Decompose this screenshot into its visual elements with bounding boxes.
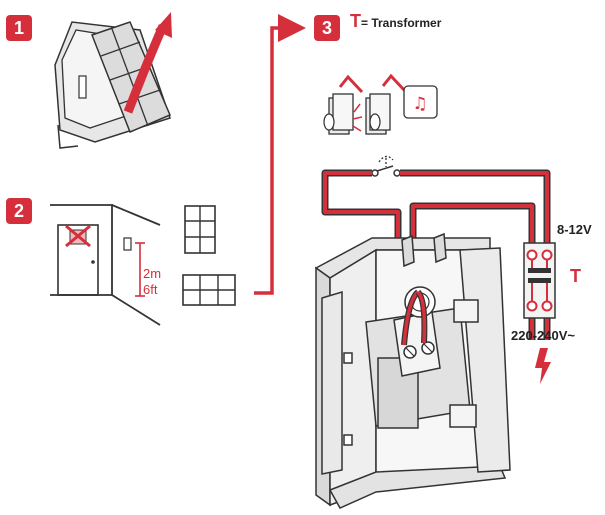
step-3-badge: 3 [314,15,340,41]
low-voltage-label: 8-12V [557,222,592,237]
transformer-label: T [570,266,581,286]
mains-lightning-icon [535,348,551,384]
height-imperial-label: 6ft [143,282,158,297]
step-2-badge: 2 [6,198,32,224]
step-1-badge: 1 [6,15,32,41]
legend-text: = Transformer [361,16,442,30]
push-switch-symbol [371,155,401,177]
push-button-illustration: ♫ [323,73,438,135]
step1-chime-cover-illustration [54,12,172,149]
height-metric-label: 2m [143,266,162,281]
legend-letter: T [350,11,361,31]
transformer-symbol [523,242,556,319]
step2-placement-illustration [50,204,236,326]
svg-text:♫: ♫ [412,94,427,114]
transformer-legend: T= Transformer [350,11,441,32]
chime-base-unit [314,232,511,509]
wiring [321,169,551,340]
chime-base-wires [401,289,428,346]
step-connector-arrow [254,14,306,295]
mains-voltage-label: 220-240V~ [511,328,575,343]
